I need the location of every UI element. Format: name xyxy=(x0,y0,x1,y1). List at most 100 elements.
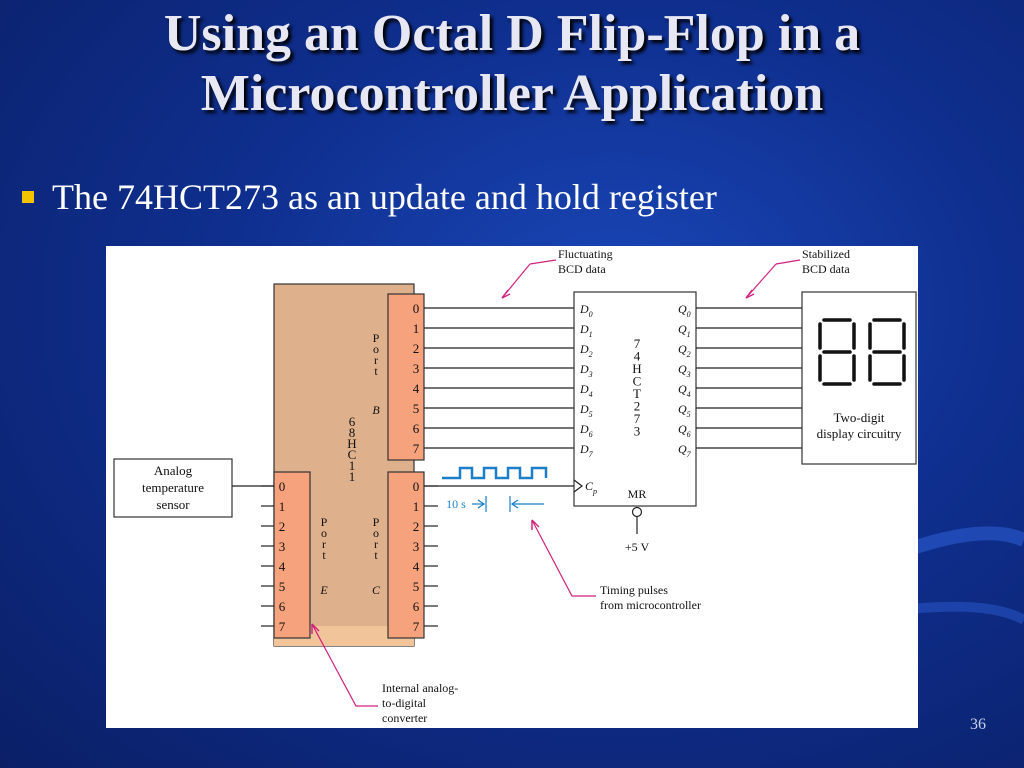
ff-d-input-label: D5 xyxy=(579,402,593,419)
ff-part-text: 2 xyxy=(634,399,641,414)
ff-q-output-label: Q1 xyxy=(678,322,691,339)
ff-mr-label: MR xyxy=(628,487,647,501)
ff-d-input-label: D2 xyxy=(579,342,593,359)
port-b-pin-label: 5 xyxy=(413,401,420,416)
ff-part-text: H xyxy=(632,361,641,376)
ff-mr-bubble xyxy=(631,506,643,518)
callout-fluctuating-leader xyxy=(529,259,557,265)
slide-title: Using an Octal D Flip-Flop in a Microcon… xyxy=(0,4,1024,124)
display-label-line: display circuitry xyxy=(817,426,902,441)
sensor-label-line: temperature xyxy=(142,480,204,495)
circuit-diagram: 000111222333444555666777PortBPortEPortC6… xyxy=(113,247,917,725)
mcu-part-text: 8 xyxy=(349,425,356,440)
mcu-part-text: C xyxy=(348,447,357,462)
bullet-item: The 74HCT273 as an update and hold regis… xyxy=(22,172,717,222)
callout-fluctuating-line: Fluctuating xyxy=(558,247,613,261)
port-c-text: P xyxy=(373,515,380,529)
seven-segment-digit-2 xyxy=(868,318,906,386)
sensor-label-line: sensor xyxy=(156,497,190,512)
ff-d-input-label: D4 xyxy=(579,382,593,399)
ff-part-text: 7 xyxy=(634,411,641,426)
port-c-pin-label: 7 xyxy=(413,619,420,634)
ff-q-output-label: Q0 xyxy=(678,302,691,319)
port-e-pin-label: 6 xyxy=(279,599,286,614)
port-e-pin-label: 1 xyxy=(279,499,286,514)
callout-adc-leader xyxy=(311,623,378,707)
slide-title-line-2: Microcontroller Application xyxy=(200,65,824,122)
page-number: 36 xyxy=(970,716,986,733)
ff-q-output-label: Q3 xyxy=(678,362,691,379)
port-b-pin-label: 2 xyxy=(413,341,420,356)
port-c-pin-label: 4 xyxy=(413,559,420,574)
port-c-pin-label: 3 xyxy=(413,539,420,554)
callout-adc-arrowhead xyxy=(311,623,320,634)
port-e-letter: E xyxy=(319,583,328,597)
mcu-part-text: H xyxy=(347,436,356,451)
port-b-text: t xyxy=(374,364,378,378)
callout-fluctuating-line: BCD data xyxy=(558,262,606,276)
port-e-pin-label: 5 xyxy=(279,579,286,594)
sensor-box xyxy=(113,458,233,518)
port-c-pin-label: 6 xyxy=(413,599,420,614)
ff-d-input-label: D3 xyxy=(579,362,593,379)
port-b-text: r xyxy=(374,353,378,367)
ff-part-text: C xyxy=(633,374,642,389)
callout-stabilized-arrowhead xyxy=(745,289,755,299)
port-c-text: r xyxy=(374,537,378,551)
port-b-pin-label: 7 xyxy=(413,441,420,456)
port-b-text: P xyxy=(373,331,380,345)
port-c-pin-label: 2 xyxy=(413,519,420,534)
mcu-part-text: 1 xyxy=(349,469,356,484)
port-c-text: o xyxy=(373,526,379,540)
port-e-text: t xyxy=(322,548,326,562)
port-e-pin-label: 3 xyxy=(279,539,286,554)
ff-q-output-label: Q6 xyxy=(678,422,691,439)
ff-chip-body xyxy=(573,291,697,507)
period-arrowhead-right xyxy=(510,499,519,509)
timing-pulse-waveform xyxy=(442,466,548,480)
period-label: 10 s xyxy=(446,497,466,511)
mcu-part-text: 6 xyxy=(349,414,356,429)
ff-q-output-label: Q2 xyxy=(678,342,691,359)
port-c-pin-label: 1 xyxy=(413,499,420,514)
ff-q-output-label: Q7 xyxy=(678,442,692,459)
port-b-text: o xyxy=(373,342,379,356)
callout-adc-line: converter xyxy=(382,711,427,725)
ff-q-output-label: Q4 xyxy=(678,382,691,399)
callout-fluctuating-arrowhead xyxy=(501,289,511,299)
port-c-box xyxy=(387,471,425,639)
callout-timing-arrowhead xyxy=(531,519,540,530)
ff-d-input-label: D7 xyxy=(579,442,594,459)
period-arrowhead-left xyxy=(477,499,486,509)
bullet-square-icon xyxy=(22,191,34,203)
ff-d-input-label: D0 xyxy=(579,302,593,319)
callout-adc-line: to-digital xyxy=(382,696,427,710)
port-c-pin-label: 5 xyxy=(413,579,420,594)
port-e-text: P xyxy=(321,515,328,529)
supply-label: +5 V xyxy=(625,540,650,554)
mcu-part-text: 1 xyxy=(349,458,356,473)
slide-title-line-1: Using an Octal D Flip-Flop in a xyxy=(163,5,861,62)
port-e-pin-label: 2 xyxy=(279,519,286,534)
seven-segment-digit-1 xyxy=(818,318,856,386)
ff-part-text: 3 xyxy=(634,424,641,439)
port-b-pin-label: 6 xyxy=(413,421,420,436)
ff-d-input-label: D6 xyxy=(579,422,593,439)
display-label-line: Two-digit xyxy=(833,410,884,425)
port-e-text: r xyxy=(322,537,326,551)
callout-adc-line: Internal analog- xyxy=(382,681,458,695)
ff-clock-triangle xyxy=(573,479,583,493)
port-e-pin-label: 7 xyxy=(279,619,286,634)
ff-d-input-label: D1 xyxy=(579,322,593,339)
callout-timing-line: Timing pulses xyxy=(600,583,668,597)
port-b-pin-label: 3 xyxy=(413,361,420,376)
port-c-text: t xyxy=(374,548,378,562)
ff-part-text: 4 xyxy=(634,349,641,364)
port-b-pin-label: 4 xyxy=(413,381,420,396)
callout-stabilized-leader xyxy=(775,259,801,265)
port-b-pin-label: 0 xyxy=(413,301,420,316)
port-b-box xyxy=(387,293,425,461)
callout-stabilized-line: BCD data xyxy=(802,262,850,276)
bullet-text: The 74HCT273 as an update and hold regis… xyxy=(52,177,717,217)
